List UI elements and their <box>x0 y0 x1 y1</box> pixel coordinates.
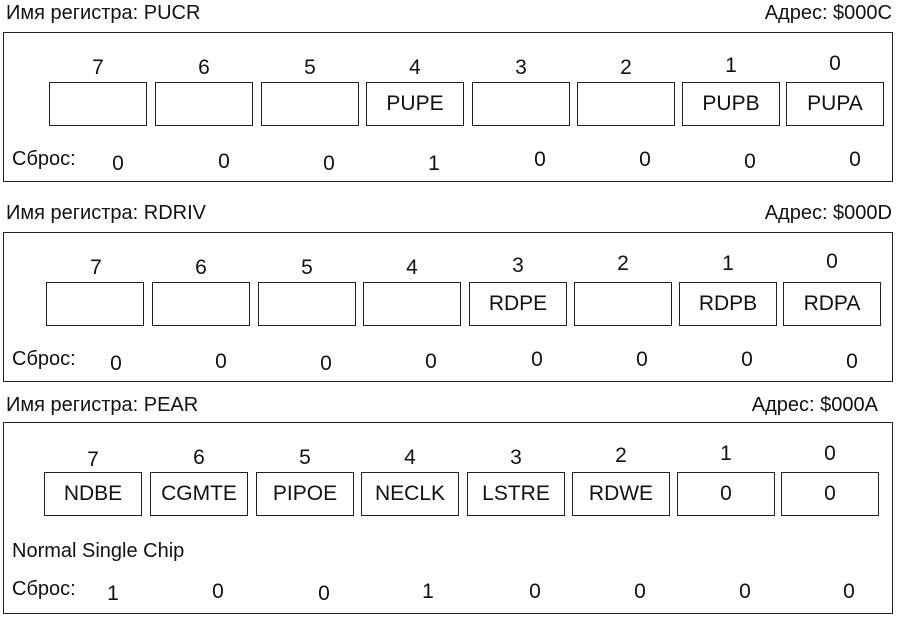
bit-cell-2: RDWE <box>572 472 670 516</box>
bit-number: 2 <box>615 444 627 467</box>
bit-cell-7 <box>49 82 147 126</box>
mode-label: Normal Single Chip <box>12 540 185 562</box>
reset-label: Сброс: <box>12 348 76 370</box>
register-rdriv: Имя регистра: RDRIV Адрес: $000D 7 6 5 4… <box>0 200 902 384</box>
bit-cell-4 <box>363 282 461 326</box>
register-header: Имя регистра: PEAR Адрес: $000A <box>0 392 902 422</box>
bit-cell-4: NECLK <box>361 472 459 516</box>
reset-value: 0 <box>110 352 122 375</box>
bit-number: 6 <box>193 446 205 469</box>
bit-cell-1: RDPB <box>679 282 777 326</box>
bit-cell-3: LSTRE <box>467 472 565 516</box>
bit-number: 4 <box>406 256 418 279</box>
reset-value: 1 <box>107 582 119 605</box>
bit-number: 5 <box>301 256 313 279</box>
bit-number: 3 <box>515 56 527 79</box>
register-address: Адрес: $000C <box>764 2 892 24</box>
bit-number: 4 <box>409 56 421 79</box>
reset-value: 0 <box>744 150 756 173</box>
bit-cell-5 <box>258 282 356 326</box>
reset-value: 0 <box>320 352 332 375</box>
bit-number: 3 <box>512 254 524 277</box>
bit-number: 0 <box>829 52 841 75</box>
register-header: Имя регистра: PUCR Адрес: $000C <box>0 0 902 30</box>
reset-value: 0 <box>112 152 124 175</box>
bit-cell-6: CGMTE <box>150 472 248 516</box>
reset-label: Сброс: <box>12 148 76 170</box>
reset-value: 0 <box>739 580 751 603</box>
reset-value: 0 <box>843 580 855 603</box>
bit-number: 7 <box>87 448 99 471</box>
reset-value: 0 <box>318 582 330 605</box>
bit-number: 3 <box>510 446 522 469</box>
bit-number: 2 <box>617 252 629 275</box>
bit-cell-5 <box>261 82 359 126</box>
bit-cell-6 <box>152 282 250 326</box>
bit-number: 6 <box>195 256 207 279</box>
bit-cell-0: RDPA <box>783 282 881 326</box>
bit-cell-2 <box>574 282 672 326</box>
reset-value: 0 <box>529 580 541 603</box>
reset-value: 0 <box>215 350 227 373</box>
bit-cell-1: 0 <box>677 472 775 516</box>
register-frame <box>3 232 893 382</box>
reset-value: 0 <box>849 148 861 171</box>
register-name: Имя регистра: PEAR <box>6 394 199 416</box>
reset-value: 0 <box>425 350 437 373</box>
register-address: Адрес: $000A <box>751 394 878 416</box>
reset-value: 0 <box>636 348 648 371</box>
bit-cell-5: PIPOE <box>256 472 354 516</box>
bit-cell-7 <box>46 282 144 326</box>
bit-cell-4: PUPE <box>366 82 464 126</box>
reset-value: 0 <box>323 152 335 175</box>
bit-number: 5 <box>304 56 316 79</box>
bit-number: 7 <box>92 56 104 79</box>
bit-cell-0: PUPA <box>786 82 884 126</box>
bit-number: 6 <box>198 56 210 79</box>
register-pear: Имя регистра: PEAR Адрес: $000A 7 6 5 4 … <box>0 392 902 618</box>
bit-number: 0 <box>826 250 838 273</box>
reset-value: 0 <box>534 148 546 171</box>
register-header: Имя регистра: RDRIV Адрес: $000D <box>0 200 902 230</box>
bit-number: 4 <box>404 446 416 469</box>
bit-number: 2 <box>620 56 632 79</box>
register-frame <box>3 32 893 182</box>
reset-value: 0 <box>531 348 543 371</box>
bit-cell-1: PUPB <box>682 82 780 126</box>
register-frame <box>3 422 893 614</box>
bit-number: 7 <box>90 256 102 279</box>
reset-value: 1 <box>422 580 434 603</box>
bit-cell-3: RDPE <box>469 282 567 326</box>
register-pucr: Имя регистра: PUCR Адрес: $000C 7 6 5 4 … <box>0 0 902 184</box>
reset-value: 0 <box>212 580 224 603</box>
reset-value: 0 <box>634 580 646 603</box>
bit-cell-7: NDBE <box>44 472 142 516</box>
register-address: Адрес: $000D <box>764 202 892 224</box>
bit-number: 1 <box>720 442 732 465</box>
bit-cell-2 <box>577 82 675 126</box>
reset-label: Сброс: <box>12 578 76 600</box>
reset-value: 0 <box>846 350 858 373</box>
bit-cell-3 <box>472 82 570 126</box>
reset-value: 0 <box>218 150 230 173</box>
bit-number: 1 <box>725 54 737 77</box>
register-name: Имя регистра: RDRIV <box>6 202 206 224</box>
bit-cell-6 <box>155 82 253 126</box>
bit-number: 5 <box>299 446 311 469</box>
reset-value: 0 <box>639 148 651 171</box>
bit-cell-0: 0 <box>781 472 879 516</box>
bit-number: 0 <box>824 442 836 465</box>
register-name: Имя регистра: PUCR <box>6 2 201 24</box>
reset-value: 1 <box>428 152 440 175</box>
bit-number: 1 <box>722 252 734 275</box>
reset-value: 0 <box>741 348 753 371</box>
